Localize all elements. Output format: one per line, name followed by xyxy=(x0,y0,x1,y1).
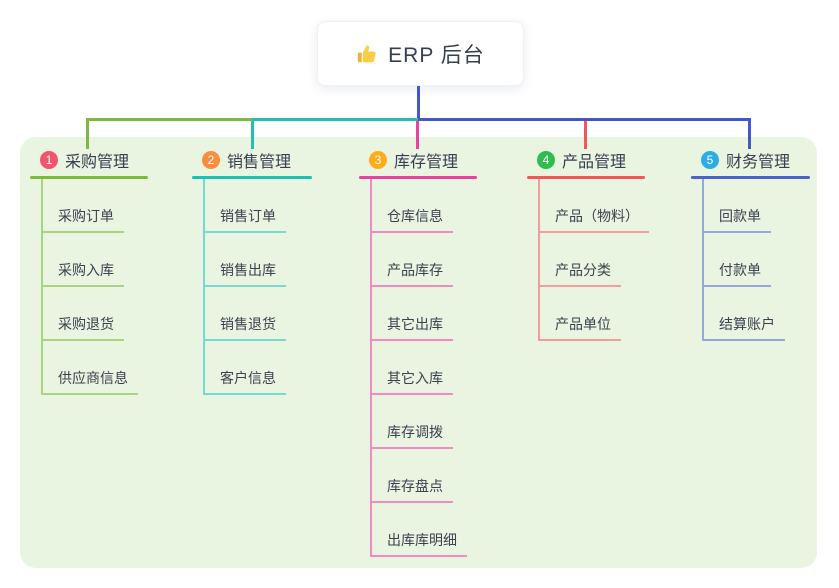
branch-children: 销售订单销售出库销售退货客户信息 xyxy=(203,179,286,395)
branch-children: 产品（物料）产品分类产品单位 xyxy=(538,179,649,341)
child-node[interactable]: 产品分类 xyxy=(540,233,621,287)
child-node[interactable]: 结算账户 xyxy=(704,287,785,341)
branches-panel xyxy=(20,137,817,568)
child-node[interactable]: 其它出库 xyxy=(372,287,453,341)
branch-drop-line-5 xyxy=(748,121,751,149)
branch-node[interactable]: 2 销售管理 xyxy=(192,148,312,172)
child-node[interactable]: 销售退货 xyxy=(205,287,286,341)
child-node[interactable]: 库存盘点 xyxy=(372,449,453,503)
bus-segment-teal xyxy=(252,118,418,121)
child-node[interactable]: 仓库信息 xyxy=(372,179,453,233)
root-node[interactable]: ERP 后台 xyxy=(317,21,524,86)
branch-underline xyxy=(192,176,312,179)
child-node[interactable]: 产品（物料） xyxy=(540,179,649,233)
branch-children: 采购订单采购入库采购退货供应商信息 xyxy=(41,179,138,395)
branch-badge: 4 xyxy=(537,151,555,169)
child-node[interactable]: 回款单 xyxy=(704,179,771,233)
child-node[interactable]: 客户信息 xyxy=(205,341,286,395)
branch-children: 仓库信息产品库存其它出库其它入库库存调拨库存盘点出库库明细 xyxy=(370,179,467,557)
branch-node[interactable]: 5 财务管理 xyxy=(691,148,810,172)
branch-drop-line-3 xyxy=(416,121,419,149)
child-node[interactable]: 产品库存 xyxy=(372,233,453,287)
branch-purchase: 1 采购管理 采购订单采购入库采购退货供应商信息 xyxy=(30,148,148,395)
branch-label: 采购管理 xyxy=(65,154,130,171)
branch-label: 销售管理 xyxy=(227,154,292,171)
child-node[interactable]: 销售订单 xyxy=(205,179,286,233)
branch-drop-line-4 xyxy=(584,121,587,149)
bus-segment-blue xyxy=(418,118,751,121)
child-node[interactable]: 付款单 xyxy=(704,233,771,287)
child-node[interactable]: 产品单位 xyxy=(540,287,621,341)
child-node[interactable]: 销售出库 xyxy=(205,233,286,287)
branch-underline xyxy=(691,176,810,179)
branch-label: 库存管理 xyxy=(394,154,459,171)
branch-finance: 5 财务管理 回款单付款单结算账户 xyxy=(691,148,810,341)
branch-product: 4 产品管理 产品（物料）产品分类产品单位 xyxy=(527,148,649,341)
branch-node[interactable]: 4 产品管理 xyxy=(527,148,645,172)
branch-node[interactable]: 1 采购管理 xyxy=(30,148,148,172)
branch-drop-line-1 xyxy=(86,121,89,149)
branch-badge: 2 xyxy=(202,151,220,169)
branch-inventory: 3 库存管理 仓库信息产品库存其它出库其它入库库存调拨库存盘点出库库明细 xyxy=(359,148,477,557)
branch-sales: 2 销售管理 销售订单销售出库销售退货客户信息 xyxy=(192,148,312,395)
branch-badge: 3 xyxy=(369,151,387,169)
thumbs-up-icon xyxy=(358,44,376,62)
child-node[interactable]: 采购订单 xyxy=(43,179,124,233)
root-label: ERP 后台 xyxy=(388,43,485,67)
branch-drop-line-2 xyxy=(251,121,254,149)
branch-label: 产品管理 xyxy=(562,154,627,171)
child-node[interactable]: 其它入库 xyxy=(372,341,453,395)
branch-underline xyxy=(527,176,645,179)
branch-underline xyxy=(30,176,148,179)
child-node[interactable]: 库存调拨 xyxy=(372,395,453,449)
branch-badge: 5 xyxy=(701,151,719,169)
bus-segment-green xyxy=(86,118,254,121)
branch-badge: 1 xyxy=(40,151,58,169)
child-node[interactable]: 采购入库 xyxy=(43,233,124,287)
root-connector-line xyxy=(417,84,420,119)
branch-label: 财务管理 xyxy=(726,154,791,171)
child-node[interactable]: 采购退货 xyxy=(43,287,124,341)
branch-underline xyxy=(359,176,477,179)
branch-node[interactable]: 3 库存管理 xyxy=(359,148,477,172)
child-node[interactable]: 供应商信息 xyxy=(43,341,138,395)
child-node[interactable]: 出库库明细 xyxy=(372,503,467,557)
branch-children: 回款单付款单结算账户 xyxy=(702,179,785,341)
